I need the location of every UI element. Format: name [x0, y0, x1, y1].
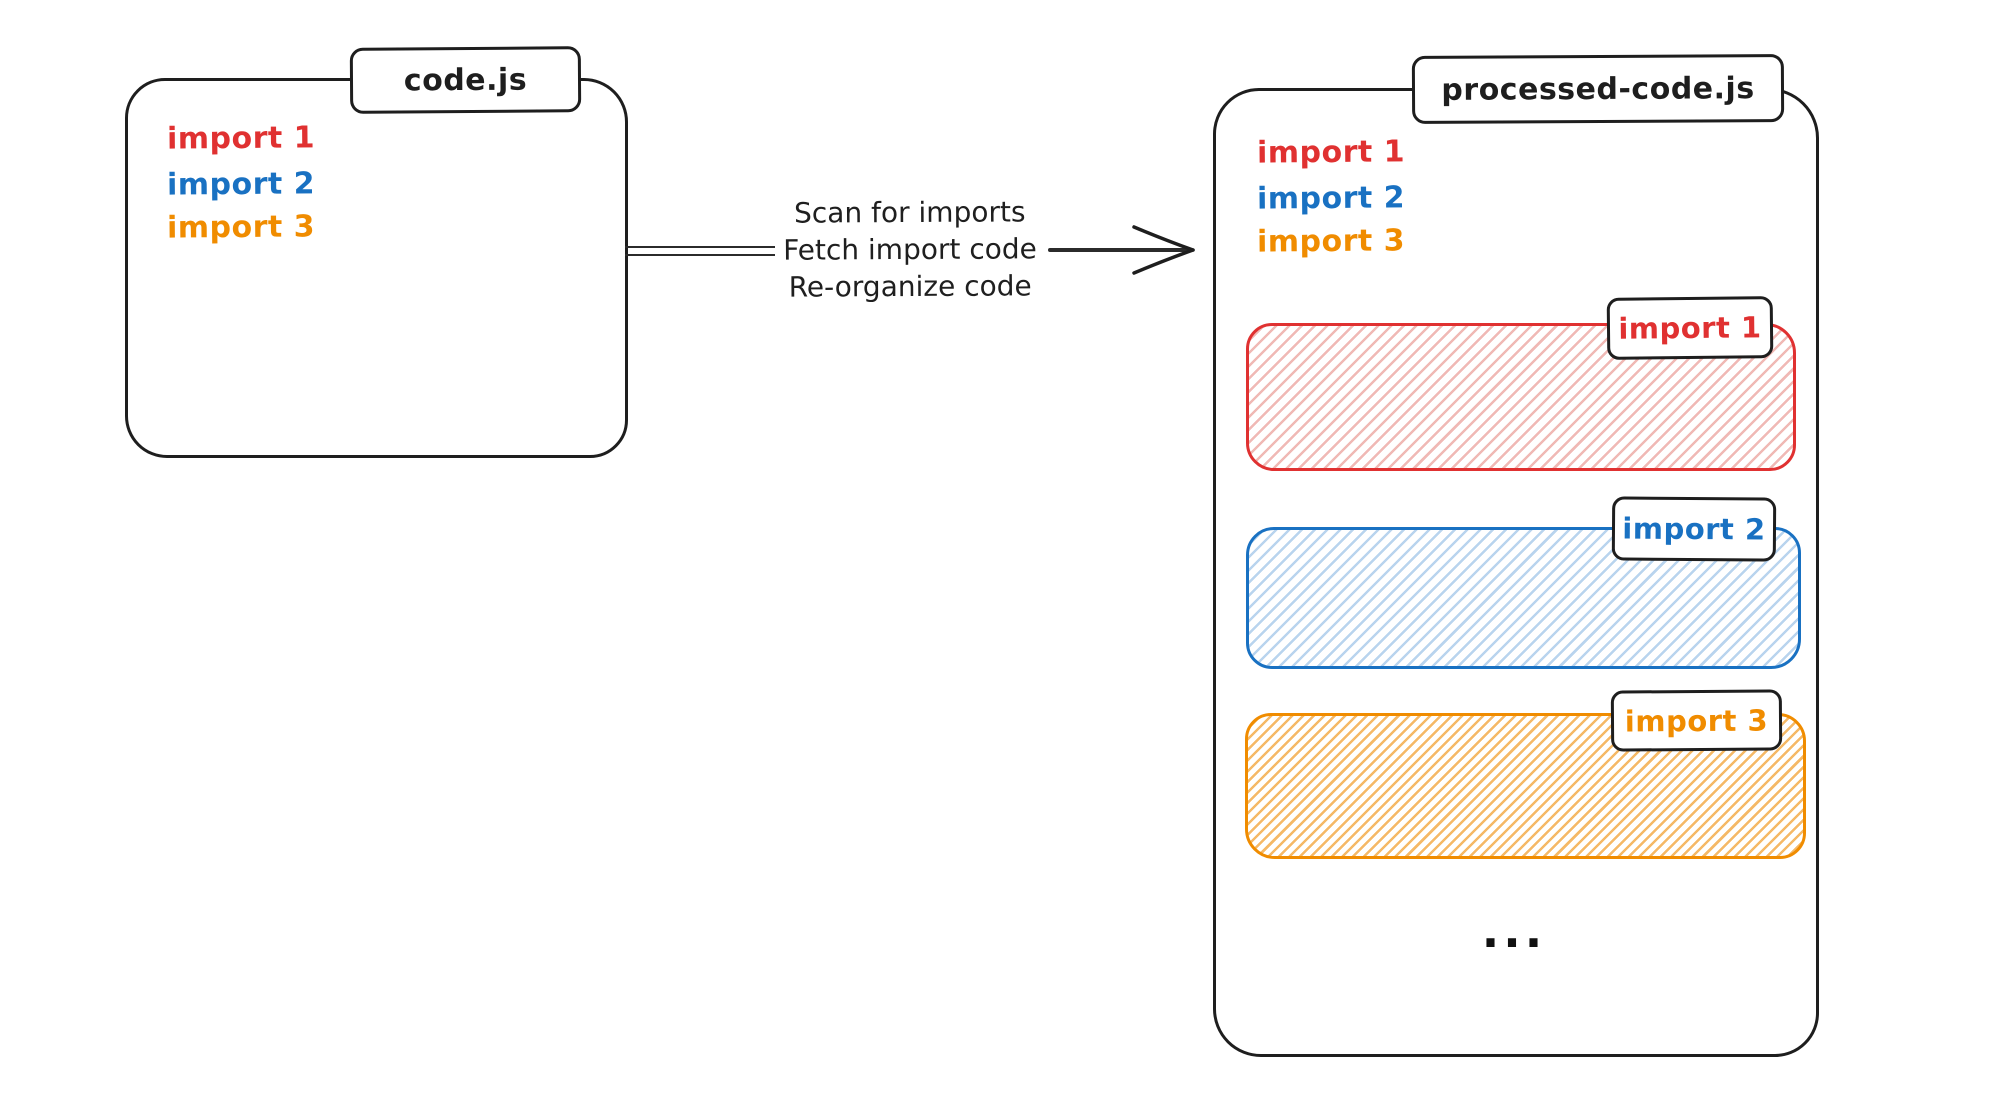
output-import-3: import 3 [1256, 223, 1406, 260]
source-file-title: code.js [403, 62, 528, 98]
output-import-2: import 2 [1256, 180, 1406, 217]
output-file-title: processed-code.js [1441, 70, 1755, 108]
source-import-3: import 3 [166, 209, 316, 246]
output-file-title-tab: processed-code.js [1411, 54, 1785, 124]
arrow-shaft-right [1048, 248, 1190, 252]
source-file-box [125, 78, 628, 458]
source-file-title-tab: code.js [349, 46, 582, 114]
source-import-1: import 1 [166, 120, 316, 157]
output-import-1: import 1 [1256, 134, 1406, 171]
arrow-head-icon [1132, 225, 1195, 275]
code-block-label-import-2: import 2 [1611, 496, 1777, 562]
code-block-label-import-3: import 3 [1610, 689, 1783, 752]
source-import-2: import 2 [166, 166, 316, 203]
arrow-step-labels: Scan for imports Fetch import code Re-or… [758, 193, 1063, 306]
more-content-ellipsis: ... [1481, 904, 1547, 958]
arrow-shaft-left [625, 246, 775, 256]
arrow-step-1: Scan for imports [794, 195, 1026, 230]
arrow-step-2: Fetch import code [783, 232, 1037, 267]
arrow-step-3: Re-organize code [788, 269, 1032, 304]
code-block-label-import-1: import 1 [1606, 296, 1774, 360]
